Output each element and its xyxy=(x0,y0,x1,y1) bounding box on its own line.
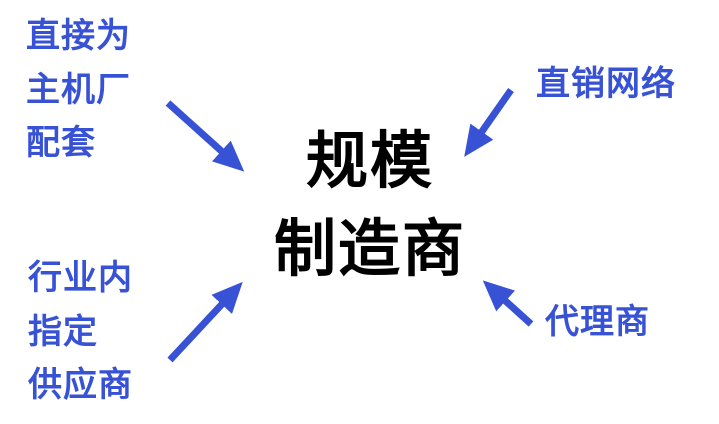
label-direct-sales-network: 直销网络 xyxy=(536,58,676,112)
center-title-line-1: 规模 xyxy=(305,127,434,196)
label-agent-text: 代理商 xyxy=(545,303,650,341)
label-agent: 代理商 xyxy=(545,296,650,350)
label-supply-to-oem-line-2: 主机厂 xyxy=(26,70,131,109)
label-supply-to-oem-line-3: 配套 xyxy=(26,124,96,163)
center-title: 规模 制造商 xyxy=(210,118,530,294)
arrow-bottom-left xyxy=(167,281,243,363)
label-designated-supplier-line-3: 供应商 xyxy=(28,366,133,405)
label-supply-to-oem: 直接为 主机厂 配套 xyxy=(26,10,131,171)
label-designated-supplier: 行业内 指定 供应商 xyxy=(28,252,133,413)
label-designated-supplier-line-1: 行业内 xyxy=(28,259,133,297)
center-title-line-2: 制造商 xyxy=(273,215,466,285)
label-direct-sales-network-text: 直销网络 xyxy=(536,65,676,103)
label-designated-supplier-line-2: 指定 xyxy=(28,312,98,351)
label-supply-to-oem-line-1: 直接为 xyxy=(26,17,131,55)
